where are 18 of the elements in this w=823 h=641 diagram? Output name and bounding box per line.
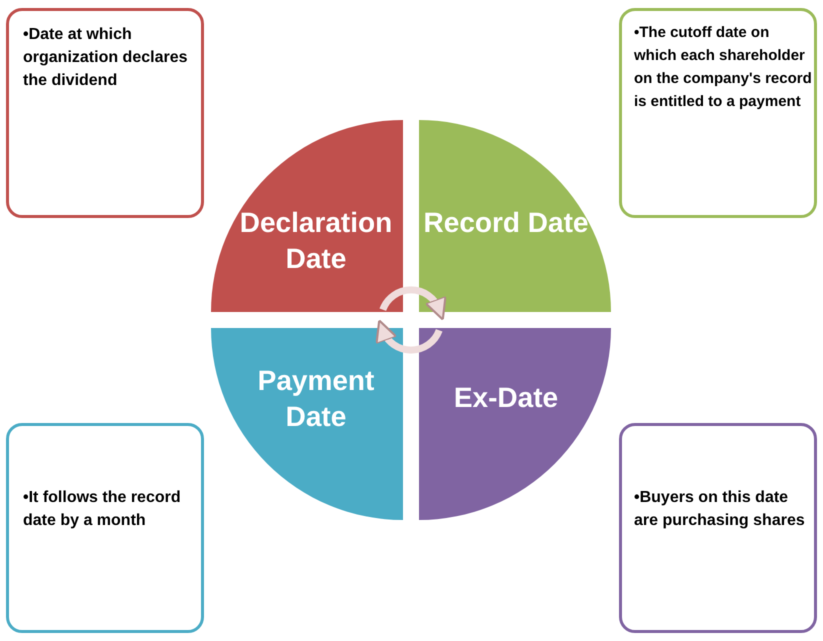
description-card: [6, 8, 204, 218]
bullet-text: •The cutoff date on which each shareholder on the company's record is entitled to a payment: [634, 23, 812, 112]
segment-title: Record Date: [422, 206, 590, 240]
segment-title: Declaration Date: [238, 206, 394, 276]
bullet-text: •It follows the record date by a month: [23, 488, 182, 531]
description-card: [6, 423, 204, 633]
description-card: [619, 423, 817, 633]
bullet-text: •Buyers on this date are purchasing shares: [634, 488, 806, 531]
quadrant-segment: [419, 120, 611, 312]
quadrant-segment: [419, 328, 611, 520]
quadrant-segment: [211, 328, 403, 520]
segment-title: Payment Date: [256, 364, 376, 434]
bullet-text: •Date at which organization declares the dividend: [23, 25, 188, 91]
cycle-arrow: [380, 286, 446, 320]
segment-title: Ex-Date: [452, 381, 560, 415]
quadrant-segment: [211, 120, 403, 312]
description-card: [619, 8, 817, 218]
cycle-arrow: [376, 320, 442, 354]
